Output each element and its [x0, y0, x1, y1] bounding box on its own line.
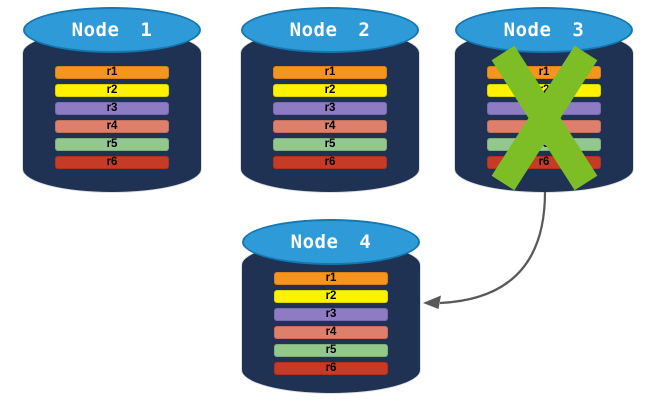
row-r1: r1	[487, 66, 601, 79]
cylinder-top	[241, 7, 419, 53]
row-r2: r2	[273, 84, 387, 97]
arrow-curve	[439, 191, 547, 305]
row-r3: r3	[487, 102, 601, 115]
row-r6: r6	[487, 156, 601, 169]
row-r4: r4	[487, 120, 601, 133]
row-r1: r1	[55, 66, 169, 79]
row-r1: r1	[274, 272, 388, 285]
row-r3: r3	[273, 102, 387, 115]
row-r6: r6	[273, 156, 387, 169]
cylinder-top	[242, 219, 420, 265]
row-r5: r5	[487, 138, 601, 151]
node-2: r1 r2 r3 r4 r5 r6 Node 2	[241, 7, 419, 192]
row-r4: r4	[55, 120, 169, 133]
row-stack: r1 r2 r3 r4 r5 r6	[274, 272, 388, 375]
arrow-head-icon	[423, 295, 441, 309]
row-r6: r6	[55, 156, 169, 169]
row-r4: r4	[273, 120, 387, 133]
node-1: r1 r2 r3 r4 r5 r6 Node 1	[23, 7, 201, 192]
row-stack: r1 r2 r3 r4 r5 r6	[273, 66, 387, 169]
row-r3: r3	[55, 102, 169, 115]
row-r5: r5	[273, 138, 387, 151]
row-r2: r2	[55, 84, 169, 97]
row-r2: r2	[487, 84, 601, 97]
node-title: Node 2	[289, 19, 371, 41]
node-4: r1 r2 r3 r4 r5 r6 Node 4	[242, 219, 420, 393]
row-stack: r1 r2 r3 r4 r5 r6	[487, 66, 601, 169]
row-r1: r1	[273, 66, 387, 79]
node-title: Node 1	[71, 19, 153, 41]
row-r2: r2	[274, 290, 388, 303]
cylinder-top	[23, 7, 201, 53]
row-r6: r6	[274, 362, 388, 375]
node-title: Node 3	[503, 19, 585, 41]
row-r5: r5	[55, 138, 169, 151]
node-title: Node 4	[290, 231, 372, 253]
row-stack: r1 r2 r3 r4 r5 r6	[55, 66, 169, 169]
node-3: r1 r2 r3 r4 r5 r6 Node 3	[455, 7, 633, 192]
row-r5: r5	[274, 344, 388, 357]
row-r4: r4	[274, 326, 388, 339]
row-r3: r3	[274, 308, 388, 321]
